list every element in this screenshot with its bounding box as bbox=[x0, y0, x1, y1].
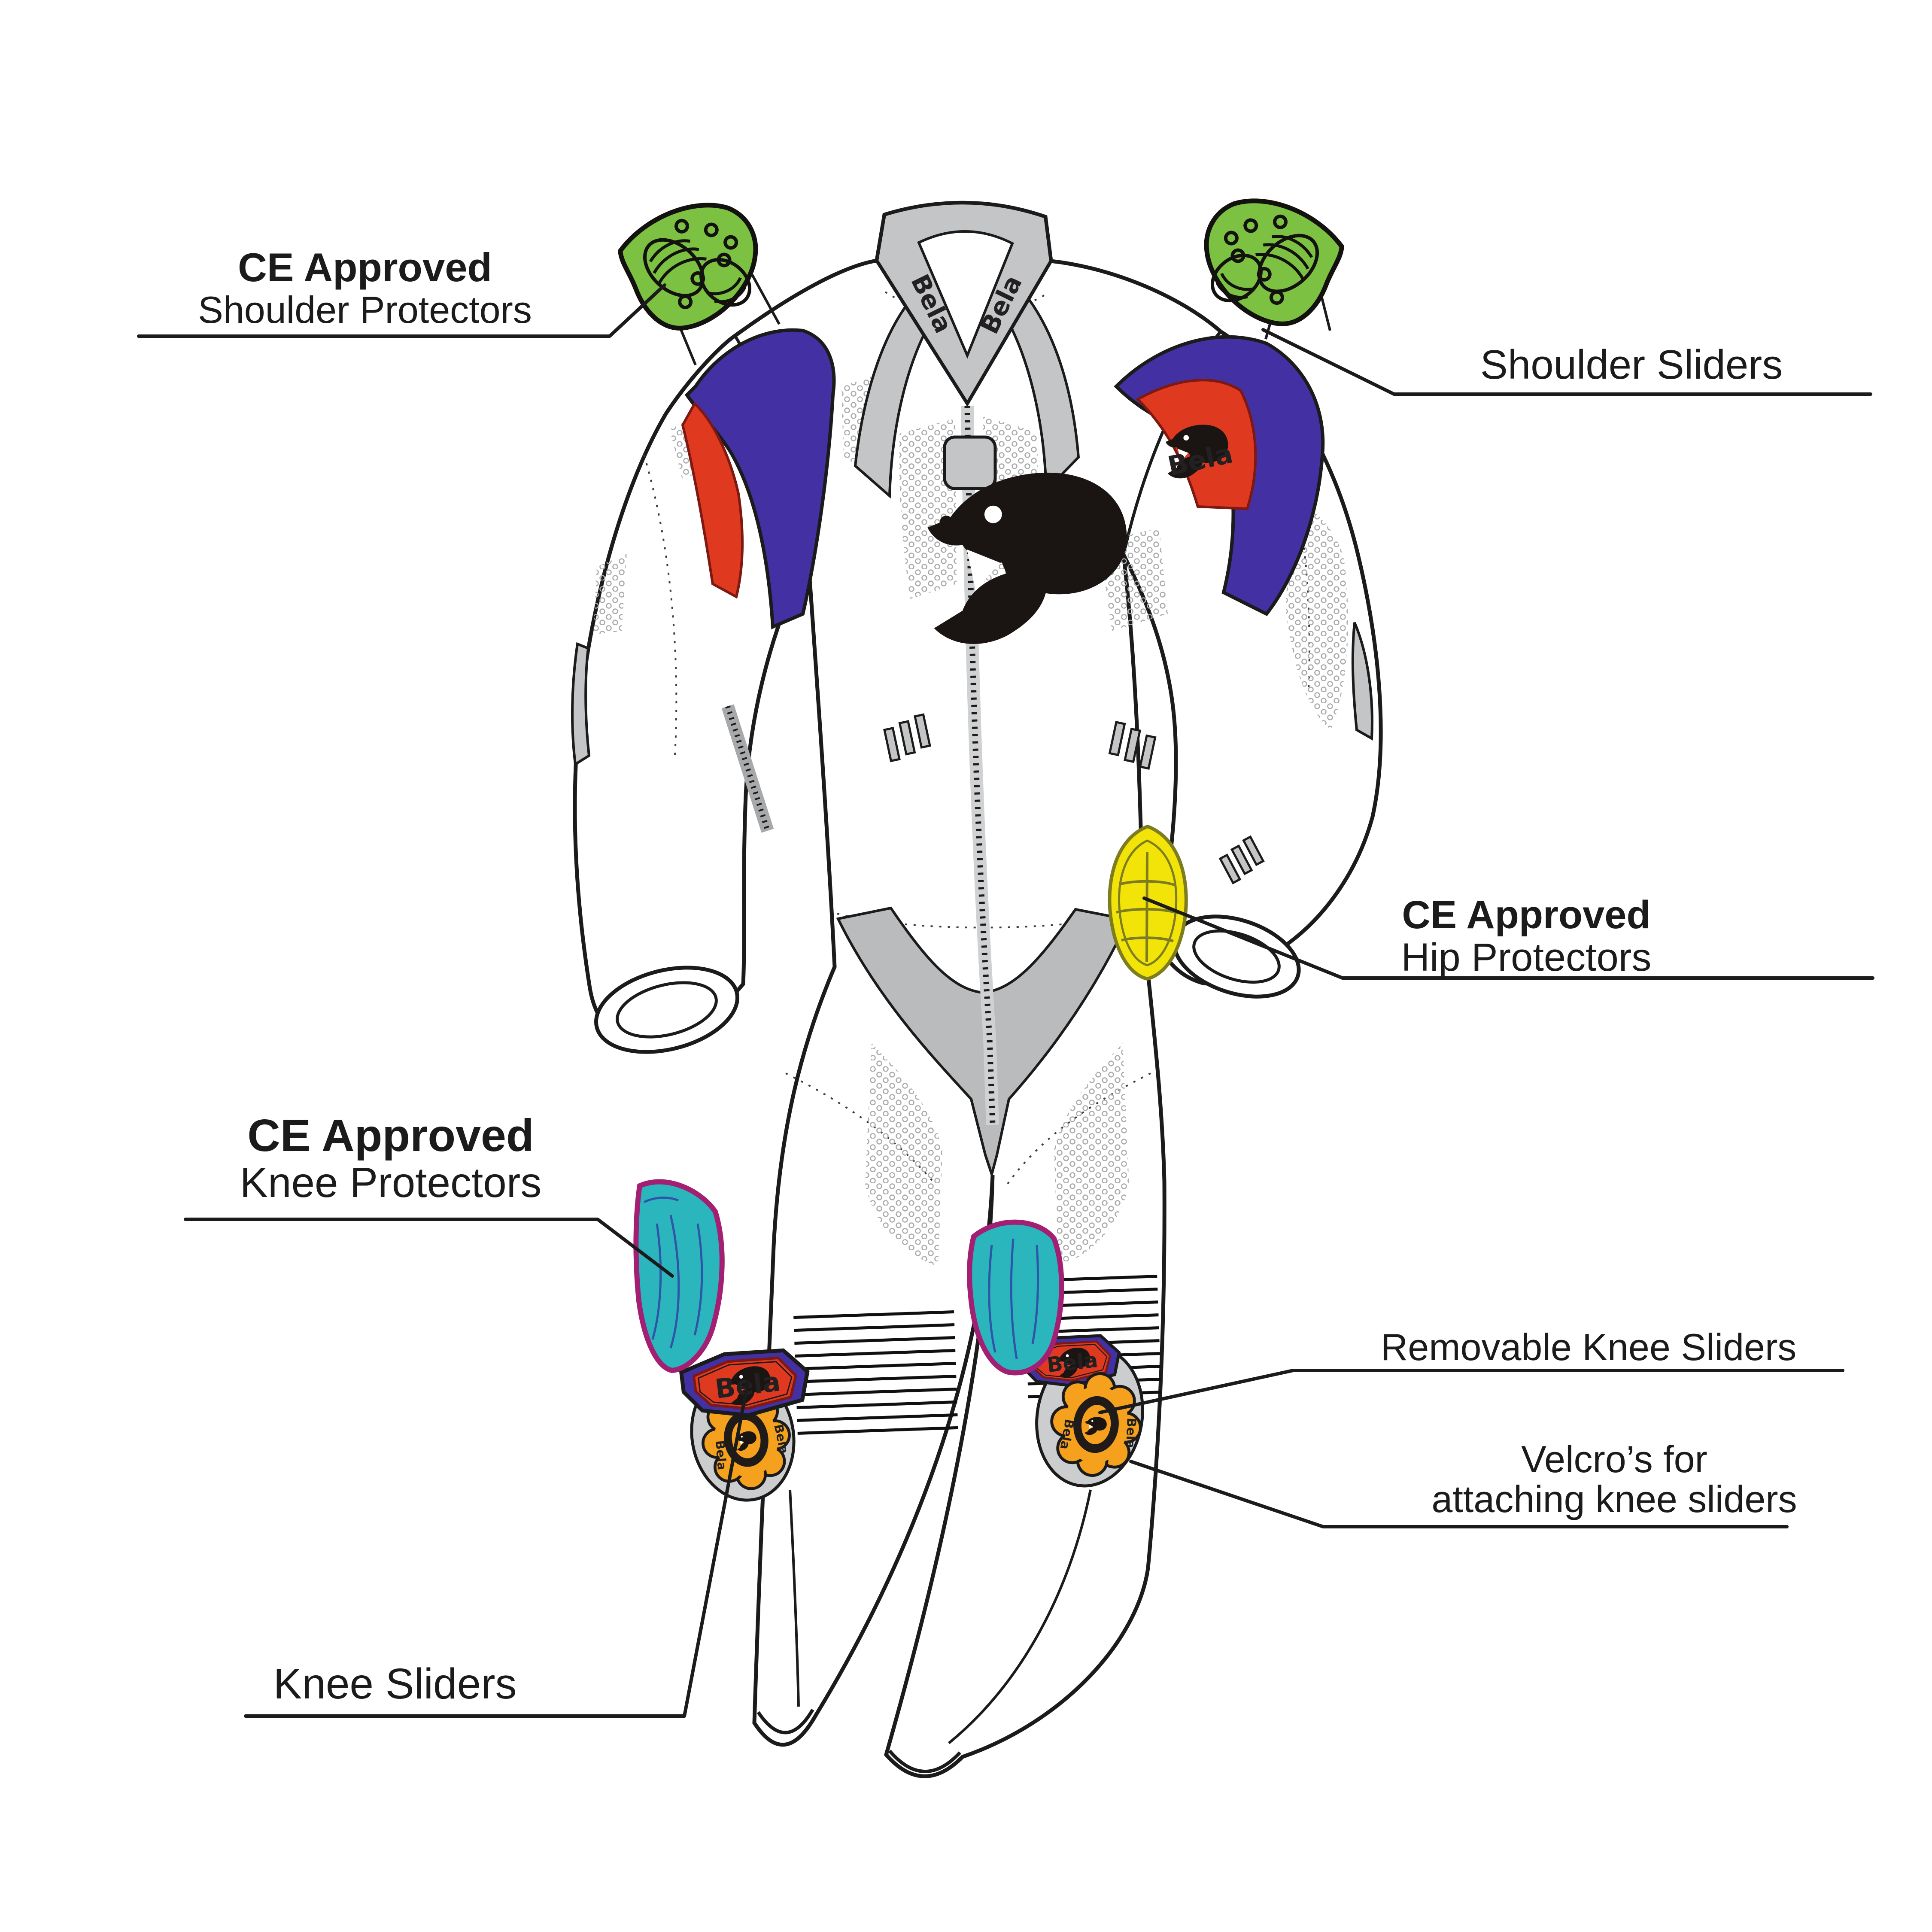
right-shin-seam bbox=[948, 1489, 1092, 1744]
label-knee-sliders-text: Knee Sliders bbox=[273, 1660, 517, 1708]
label-knee-sliders: Knee Sliders bbox=[202, 1661, 588, 1707]
left-knee-hardware bbox=[680, 1344, 812, 1502]
label-removable-knee-sliders-text: Removable Knee Sliders bbox=[1380, 1326, 1797, 1368]
left-shin-seam bbox=[789, 1489, 800, 1707]
right-knee-hardware bbox=[1020, 1331, 1153, 1488]
label-velcro-line1: Velcro’s for bbox=[1521, 1438, 1707, 1480]
connector-knee-protectors bbox=[184, 1218, 674, 1278]
connector-velcro bbox=[1129, 1460, 1789, 1528]
connector-removable-knee-sliders bbox=[1098, 1369, 1844, 1414]
connector-hip-protectors bbox=[1142, 896, 1874, 980]
collar: Bela Bela bbox=[875, 201, 1053, 407]
label-velcro-line2: attaching knee sliders bbox=[1431, 1478, 1797, 1521]
vent-slits bbox=[883, 713, 1265, 884]
gray-accent-panels bbox=[571, 286, 1373, 767]
label-velcro: Velcro’s for attaching knee sliders bbox=[1397, 1439, 1831, 1519]
connector-shoulder-protectors bbox=[137, 283, 666, 338]
chest-bear-logo bbox=[927, 472, 1127, 644]
left-knee-accordion bbox=[793, 1310, 958, 1435]
label-shoulder-sliders-text: Shoulder Sliders bbox=[1480, 342, 1783, 388]
front-zipper bbox=[943, 405, 999, 1125]
left-knee-protector-pad bbox=[633, 1179, 725, 1373]
label-shoulder-sliders: Shoulder Sliders bbox=[1391, 343, 1872, 387]
pelvis-panel bbox=[836, 906, 1130, 1179]
connector-knee-sliders bbox=[244, 1380, 750, 1718]
label-hip-protectors: CE Approved Hip Protectors bbox=[1331, 893, 1722, 980]
suit-drawing: Bela Bela bbox=[137, 180, 1874, 1778]
callout-connectors bbox=[137, 283, 1874, 1718]
label-knee-protectors: CE Approved Knee Protectors bbox=[180, 1111, 601, 1206]
label-shoulder-protectors: CE Approved Shoulder Protectors bbox=[116, 246, 614, 330]
left-boot-cuff bbox=[756, 1708, 814, 1735]
zipper-pull bbox=[943, 435, 997, 490]
left-shoulder-patch bbox=[681, 328, 836, 629]
label-knee-protectors-line2: Knee Protectors bbox=[240, 1159, 542, 1206]
right-boot-cuff bbox=[888, 1750, 961, 1773]
forearm-zipper bbox=[721, 704, 774, 833]
label-knee-protectors-line1: CE Approved bbox=[247, 1110, 534, 1161]
label-hip-protectors-line1: CE Approved bbox=[1402, 893, 1651, 937]
right-shoulder-patch: Bela bbox=[1114, 335, 1325, 617]
connector-shoulder-sliders bbox=[1261, 328, 1872, 396]
right-knee-protector-pad bbox=[967, 1219, 1064, 1376]
label-hip-protectors-line2: Hip Protectors bbox=[1401, 936, 1652, 980]
label-shoulder-protectors-line2: Shoulder Protectors bbox=[198, 288, 532, 331]
label-shoulder-protectors-line1: CE Approved bbox=[238, 245, 492, 290]
hip-protector-pad bbox=[1108, 824, 1188, 981]
label-removable-knee-sliders: Removable Knee Sliders bbox=[1352, 1327, 1825, 1367]
